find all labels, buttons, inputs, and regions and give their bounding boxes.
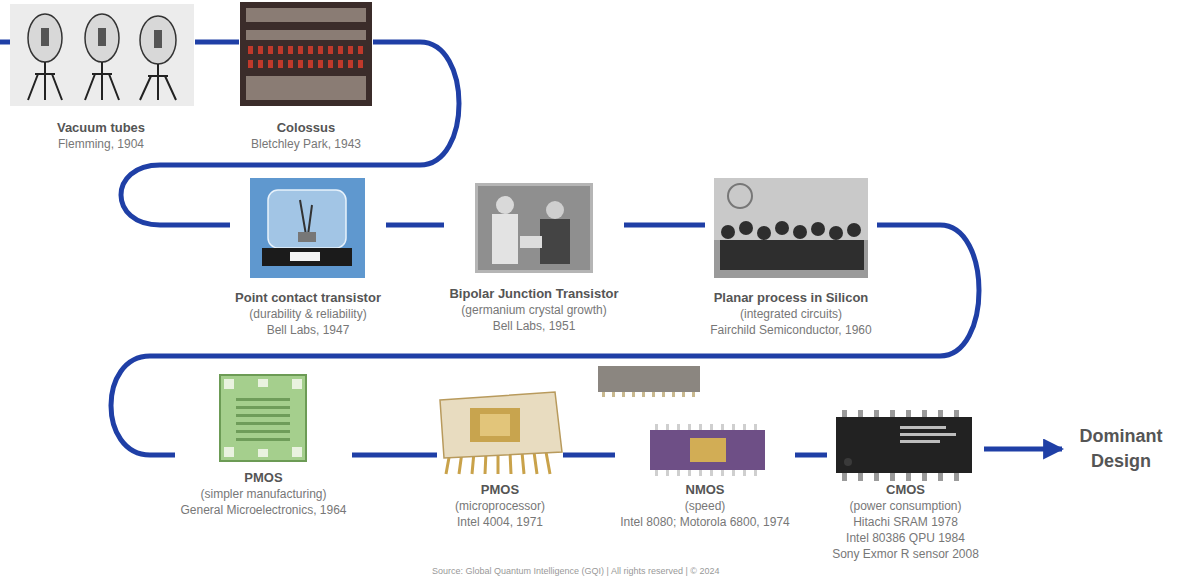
milestone-detail: Bell Labs, 1947: [230, 322, 386, 338]
milestone-detail: (power consumption): [827, 498, 984, 514]
intel-4004-photo: [440, 392, 562, 474]
colossus-photo: [240, 2, 372, 106]
cmos-chip-photo: [836, 410, 972, 481]
milestone-box: Planar process in Silicon(integrated cir…: [705, 178, 877, 342]
milestone-detail: (germanium crystal growth): [444, 302, 624, 318]
milestone-box: Point contact transistor(durability & re…: [230, 178, 386, 342]
timeline-connector: [563, 453, 615, 458]
timeline-connector: [195, 40, 239, 45]
timeline-connector: [121, 42, 459, 225]
planar-photo: [714, 178, 868, 278]
milestone-title: Colossus: [239, 120, 373, 136]
timeline-connector: [111, 225, 979, 455]
milestone-detail: (simpler manufacturing): [175, 486, 352, 502]
vacuum-tubes-photo: [10, 4, 194, 106]
milestone-title: Vacuum tubes: [7, 120, 195, 136]
milestone-box: Bipolar Junction Transistor(germanium cr…: [444, 182, 624, 338]
milestone-detail: Intel 80386 QPU 1984: [827, 530, 984, 546]
milestone-detail: Sony Exmor R sensor 2008: [827, 546, 984, 562]
bjt-photo: [475, 183, 593, 273]
milestone-detail: Bletchley Park, 1943: [239, 136, 373, 152]
milestone-detail: Intel 8080; Motorola 6800, 1974: [615, 514, 795, 530]
milestone-title: Point contact transistor: [230, 290, 386, 306]
milestone-box: CMOS(power consumption)Hitachi SRAM 1978…: [827, 408, 984, 566]
milestone-title: NMOS: [615, 482, 795, 498]
pmos-die-photo: [220, 375, 306, 461]
milestone-box: ColossusBletchley Park, 1943: [239, 2, 373, 156]
milestone-title: CMOS: [827, 482, 984, 498]
milestone-box: Vacuum tubesFlemming, 1904: [7, 3, 195, 156]
milestone-title: Planar process in Silicon: [705, 290, 877, 306]
milestone-detail: (integrated circuits): [705, 306, 877, 322]
milestone-detail: (microprocessor): [437, 498, 563, 514]
end-label-box: Dominant Design: [1064, 424, 1178, 474]
milestone-title: PMOS: [437, 482, 563, 498]
milestone-detail: (durability & reliability): [230, 306, 386, 322]
point-contact-photo: [250, 178, 365, 278]
timeline-connector: [984, 447, 1062, 452]
milestone-title: PMOS: [175, 470, 352, 486]
timeline-connector: [624, 223, 705, 228]
nmos-chips-photo: [598, 366, 765, 476]
milestone-detail: Flemming, 1904: [7, 136, 195, 152]
milestone-detail: General Microelectronics, 1964: [175, 502, 352, 518]
timeline-connector: [795, 453, 827, 458]
milestone-title: Bipolar Junction Transistor: [444, 286, 624, 302]
milestone-detail: (speed): [615, 498, 795, 514]
milestone-detail: Intel 4004, 1971: [437, 514, 563, 530]
timeline-connector: [352, 453, 437, 458]
milestone-box: PMOS(simpler manufacturing)General Micro…: [175, 372, 352, 522]
milestone-detail: Fairchild Semiconductor, 1960: [705, 322, 877, 338]
timeline-connector: [386, 223, 444, 228]
milestone-box: NMOS(speed)Intel 8080; Motorola 6800, 19…: [615, 362, 795, 534]
milestone-detail: Hitachi SRAM 1978: [827, 514, 984, 530]
milestone-title: Dominant Design: [1064, 424, 1178, 474]
milestone-detail: Bell Labs, 1951: [444, 318, 624, 334]
milestone-box: PMOS(microprocessor)Intel 4004, 1971: [437, 388, 563, 534]
source-note: Source: Global Quantum Intelligence (GQI…: [432, 566, 719, 577]
